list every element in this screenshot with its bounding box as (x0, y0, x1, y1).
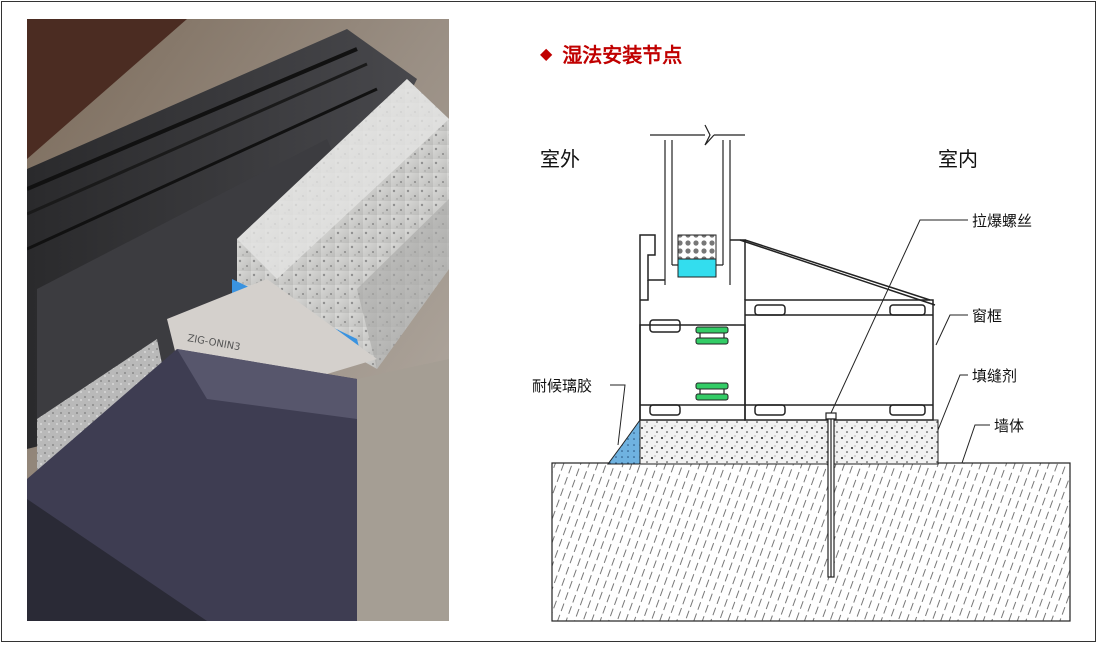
filler-layer (639, 419, 939, 465)
wall-body (551, 462, 1071, 622)
weather-sealant-bead (607, 418, 641, 465)
label-weather-sealant: 耐候璃胶 (532, 377, 593, 395)
diamond-icon: ◆ (540, 43, 553, 63)
label-window-frame: 窗框 (972, 307, 1003, 325)
base-plate (27, 349, 357, 621)
glass-unit (650, 124, 745, 285)
thermal-break-strips (695, 326, 729, 401)
label-anchor-bolt: 拉爆螺丝 (972, 212, 1033, 230)
section-diagram: 室外 室内 拉爆螺丝 窗框 耐候璃胶 填缝剂 墙体 (500, 95, 1090, 625)
label-wall: 墙体 (994, 417, 1025, 435)
label-indoor: 室内 (938, 147, 978, 171)
slide-title-text: 湿法安装节点 (562, 42, 683, 67)
wood-sill (27, 19, 187, 159)
slide-title: ◆ 湿法安装节点 (540, 38, 682, 68)
anchor-bolt (825, 412, 837, 578)
photo-svg: ZIG-ONIN3 (27, 19, 449, 621)
installation-photo: ZIG-ONIN3 (27, 19, 449, 621)
label-filler: 填缝剂 (972, 367, 1018, 385)
floor (357, 359, 449, 621)
label-outdoor: 室外 (540, 147, 580, 171)
glass-sealant-cyan (677, 258, 717, 278)
window-frame-section (639, 234, 936, 421)
section-diagram-svg (551, 124, 1071, 622)
desiccant-spacer (677, 234, 717, 260)
leader-lines (610, 219, 990, 464)
